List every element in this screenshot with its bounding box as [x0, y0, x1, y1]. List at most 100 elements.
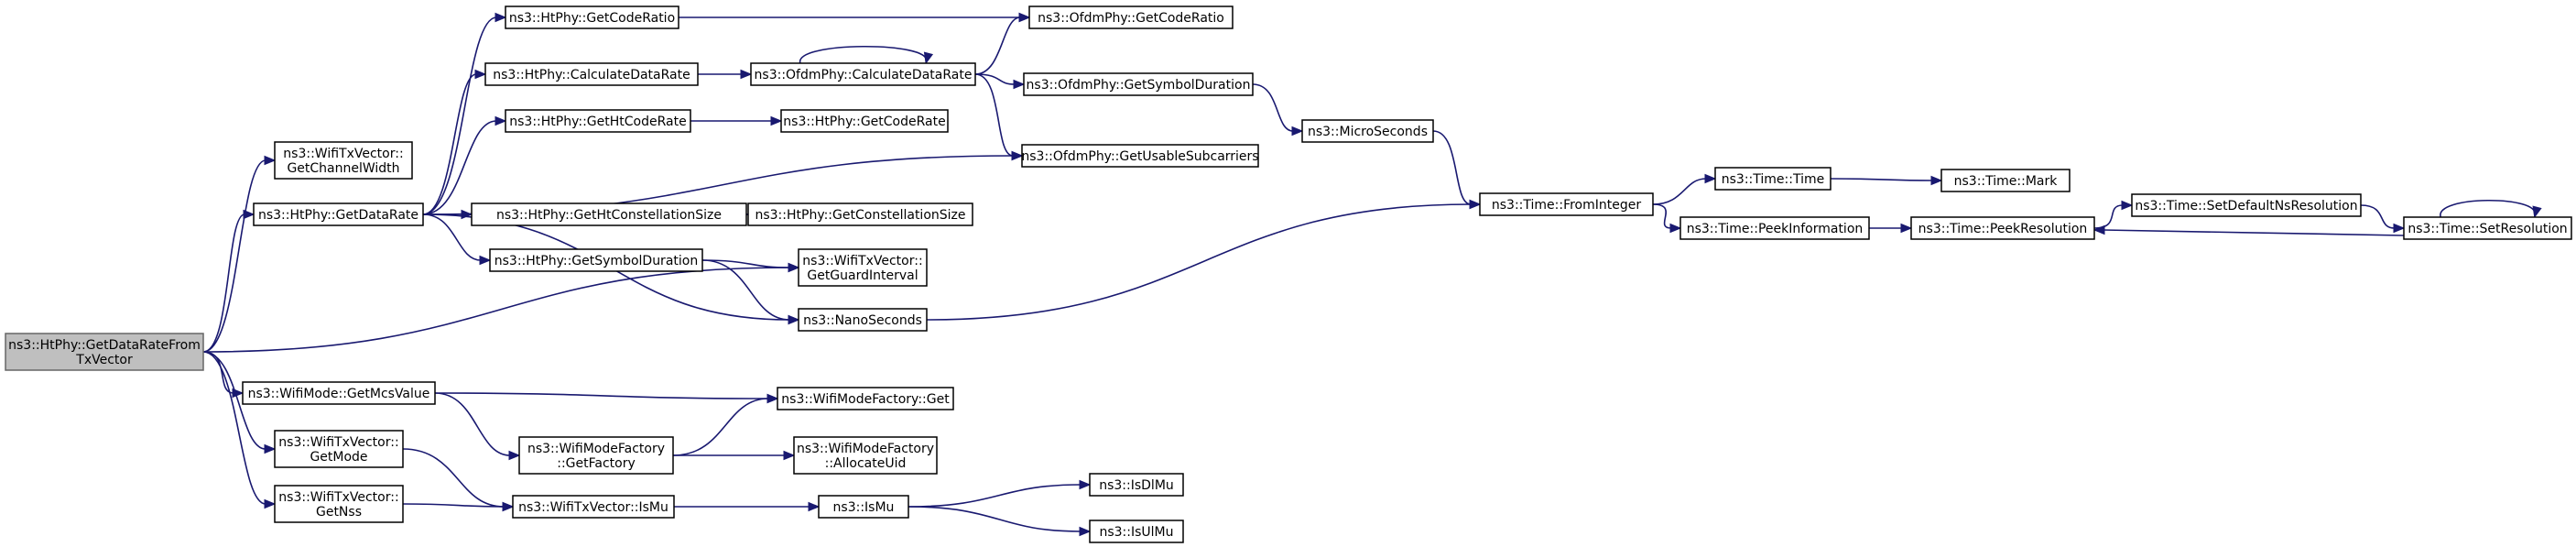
edge-get-factory-to-factory-get: [672, 398, 769, 456]
edge-ofdm-calculate-data-rate-to-ofdm-get-symbol-duration-arrowhead: [1013, 79, 1026, 90]
node-ht-get-constellation-size[interactable]: ns3::HtPhy::GetConstellationSize: [747, 202, 973, 226]
node-box: [274, 430, 404, 468]
edge-set-resolution-to-set-resolution-arrowhead: [2532, 205, 2542, 219]
node-factory-get[interactable]: ns3::WifiModeFactory::Get: [777, 387, 954, 410]
edge-ht-get-data-rate-to-ht-get-ht-code-rate: [422, 120, 497, 215]
node-label: ns3::HtPhy::GetCodeRatio: [509, 11, 675, 26]
node-box: [1479, 192, 1654, 216]
node-get-factory[interactable]: ns3::WifiModeFactory::GetFactory: [518, 436, 674, 475]
node-box: [1028, 5, 1234, 29]
node-label: GetMode: [310, 450, 367, 465]
edge-is-mu-to-is-ul-mu-arrowhead: [1079, 526, 1092, 537]
node-label: ns3::OfdmPhy::GetSymbolDuration: [1027, 78, 1251, 93]
node-label: ns3::WifiMode::GetMcsValue: [248, 387, 430, 401]
edge-ofdm-calculate-data-rate-to-ofdm-get-code-ratio: [974, 16, 1021, 75]
edge-ht-get-symbol-duration-to-get-guard-interval: [701, 259, 790, 268]
edge-ht-get-data-rate-to-ht-get-symbol-duration: [422, 213, 482, 261]
node-label: ns3::WifiTxVector::: [283, 147, 403, 161]
node-get-channel-width[interactable]: ns3::WifiTxVector::GetChannelWidth: [274, 141, 413, 180]
node-time-mark[interactable]: ns3::Time::Mark: [1940, 169, 2071, 192]
node-ht-get-symbol-duration[interactable]: ns3::HtPhy::GetSymbolDuration: [489, 248, 703, 272]
node-ht-get-ht-code-rate[interactable]: ns3::HtPhy::GetHtCodeRate: [505, 109, 691, 133]
node-box: [780, 109, 949, 133]
node-box: [798, 308, 928, 332]
node-ofdm-calculate-data-rate[interactable]: ns3::OfdmPhy::CalculateDataRate: [750, 62, 976, 86]
edge-ht-get-symbol-duration-to-nano-seconds: [701, 259, 790, 321]
edge-root-to-get-mode: [202, 351, 266, 450]
node-box: [1023, 72, 1254, 96]
edge-peek-resolution-to-set-default-ns-resolution-arrowhead: [2121, 200, 2134, 211]
edge-ht-get-symbol-duration-to-get-guard-interval-arrowhead: [788, 262, 800, 273]
node-get-guard-interval[interactable]: ns3::WifiTxVector::GetGuardInterval: [798, 248, 928, 287]
edge-root-to-ht-get-data-rate: [202, 213, 245, 353]
node-label: ns3::MicroSeconds: [1308, 125, 1428, 139]
edge-from-integer-to-peek-information: [1652, 203, 1672, 229]
node-label: ns3::WifiTxVector::: [802, 254, 922, 268]
edge-root-to-get-nss-arrowhead: [264, 498, 277, 509]
node-time-time[interactable]: ns3::Time::Time: [1714, 167, 1831, 191]
node-box: [505, 109, 691, 133]
node-is-dl-mu[interactable]: ns3::IsDlMu: [1089, 473, 1184, 497]
node-ofdm-get-symbol-duration[interactable]: ns3::OfdmPhy::GetSymbolDuration: [1023, 72, 1254, 96]
node-box: [793, 436, 938, 475]
node-label: ns3::Time::PeekResolution: [1918, 222, 2088, 236]
node-label: ns3::Time::Mark: [1954, 174, 2059, 189]
node-box: [253, 202, 424, 226]
node-label: ns3::HtPhy::GetDataRateFrom: [8, 338, 201, 353]
node-peek-resolution[interactable]: ns3::Time::PeekResolution: [1910, 216, 2095, 240]
node-allocate-uid[interactable]: ns3::WifiModeFactory::AllocateUid: [793, 436, 938, 475]
node-box: [512, 495, 675, 519]
node-set-resolution[interactable]: ns3::Time::SetResolution: [2403, 216, 2572, 240]
edge-ht-calculate-data-rate-to-ofdm-calculate-data-rate-arrowhead: [740, 69, 753, 80]
node-ofdm-get-code-ratio[interactable]: ns3::OfdmPhy::GetCodeRatio: [1028, 5, 1234, 29]
edge-time-time-to-time-mark: [1830, 178, 1933, 181]
edge-root-to-get-mode-arrowhead: [264, 443, 277, 454]
edge-ofdm-calculate-data-rate-to-ofdm-get-code-ratio-arrowhead: [1018, 12, 1031, 23]
node-label: ns3::HtPhy::GetSymbolDuration: [495, 254, 698, 268]
node-ofdm-get-usable-subcarriers[interactable]: ns3::OfdmPhy::GetUsableSubcarriers: [1021, 144, 1259, 168]
node-peek-information[interactable]: ns3::Time::PeekInformation: [1679, 216, 1870, 240]
edge-root-to-get-channel-width-arrowhead: [264, 155, 277, 166]
node-box: [1089, 520, 1184, 543]
node-label: GetNss: [316, 505, 362, 520]
edge-is-mu-to-is-ul-mu: [908, 506, 1081, 532]
node-is-mu[interactable]: ns3::IsMu: [818, 495, 909, 519]
node-ht-get-ht-constellation-size[interactable]: ns3::HtPhy::GetHtConstellationSize: [471, 202, 747, 226]
node-get-nss[interactable]: ns3::WifiTxVector::GetNss: [274, 485, 404, 523]
node-ht-get-code-rate[interactable]: ns3::HtPhy::GetCodeRate: [780, 109, 949, 133]
node-is-ul-mu[interactable]: ns3::IsUlMu: [1089, 520, 1184, 543]
edge-get-factory-to-allocate-uid-arrowhead: [783, 450, 796, 461]
edge-get-mcs-value-to-get-factory-arrowhead: [508, 450, 521, 461]
node-box: [2131, 193, 2362, 217]
node-ht-calculate-data-rate[interactable]: ns3::HtPhy::CalculateDataRate: [484, 62, 699, 86]
node-set-default-ns-resolution[interactable]: ns3::Time::SetDefaultNsResolution: [2131, 193, 2362, 217]
node-from-integer[interactable]: ns3::Time::FromInteger: [1479, 192, 1654, 216]
node-label: ns3::WifiModeFactory: [797, 442, 934, 456]
node-box: [1021, 144, 1259, 168]
node-micro-seconds[interactable]: ns3::MicroSeconds: [1301, 119, 1434, 143]
edge-time-time-to-time-mark-arrowhead: [1930, 175, 1943, 186]
node-is-mu-tx[interactable]: ns3::WifiTxVector::IsMu: [512, 495, 675, 519]
node-label: ns3::HtPhy::GetDataRate: [258, 208, 418, 223]
node-label: ns3::WifiTxVector::: [278, 435, 398, 450]
edge-get-nss-to-is-mu-tx: [402, 503, 505, 508]
node-ht-get-code-ratio[interactable]: ns3::HtPhy::GetCodeRatio: [505, 5, 679, 29]
node-label: ns3::IsDlMu: [1099, 478, 1174, 493]
edge-ht-get-data-rate-to-ht-calculate-data-rate: [422, 73, 477, 215]
node-box: [1714, 167, 1831, 191]
node-label: ns3::WifiModeFactory::Get: [781, 392, 950, 407]
edge-ht-get-data-rate-to-ht-get-symbol-duration-arrowhead: [479, 255, 492, 266]
node-label: ns3::Time::FromInteger: [1492, 198, 1641, 213]
node-ht-get-data-rate[interactable]: ns3::HtPhy::GetDataRate: [253, 202, 424, 226]
edge-set-resolution-to-peek-resolution-arrowhead: [2092, 224, 2105, 235]
node-get-mode[interactable]: ns3::WifiTxVector::GetMode: [274, 430, 404, 468]
edge-root-to-ht-get-data-rate-arrowhead: [243, 209, 255, 220]
node-get-mcs-value[interactable]: ns3::WifiMode::GetMcsValue: [242, 381, 436, 405]
node-label: ns3::OfdmPhy::GetCodeRatio: [1038, 11, 1224, 26]
node-box: [1089, 473, 1184, 497]
node-box: [471, 202, 747, 226]
node-nano-seconds[interactable]: ns3::NanoSeconds: [798, 308, 928, 332]
edge-ofdm-calculate-data-rate-to-ofdm-calculate-data-rate-arrowhead: [923, 51, 934, 65]
